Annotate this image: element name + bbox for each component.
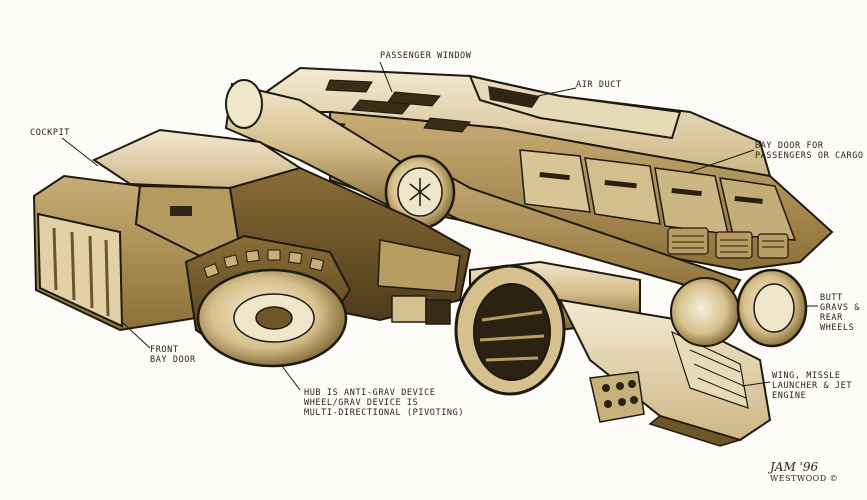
bay-door-panel-2: [584, 157, 661, 225]
leader-lines: [61, 61, 818, 391]
wing-launcher: [558, 298, 772, 447]
front-bay-door: [36, 212, 124, 328]
label-cockpit: Cockpit: [30, 128, 71, 138]
label-wing: Wing, missle launcher & jet engine: [772, 371, 853, 401]
bay-door-panel-1: [519, 149, 591, 213]
label-front-bay-door: Front bay door: [150, 345, 196, 365]
rear-wheel: [670, 268, 808, 348]
label-passenger-window: Passenger window: [380, 51, 472, 61]
label-bay-door: Bay door for passengers or cargo: [755, 141, 864, 161]
label-air-duct: Air duct: [576, 80, 622, 90]
bay-door-panel-4: [719, 177, 797, 241]
artist-signature: JAM '96 WESTWOOD ©: [770, 460, 839, 483]
label-butt-gravs: Butt gravs & rear wheels: [820, 293, 861, 333]
label-hub: Hub is anti-grav device wheel/grav devic…: [304, 388, 465, 418]
front-wheel: [184, 234, 352, 368]
air-duct: [468, 74, 682, 140]
